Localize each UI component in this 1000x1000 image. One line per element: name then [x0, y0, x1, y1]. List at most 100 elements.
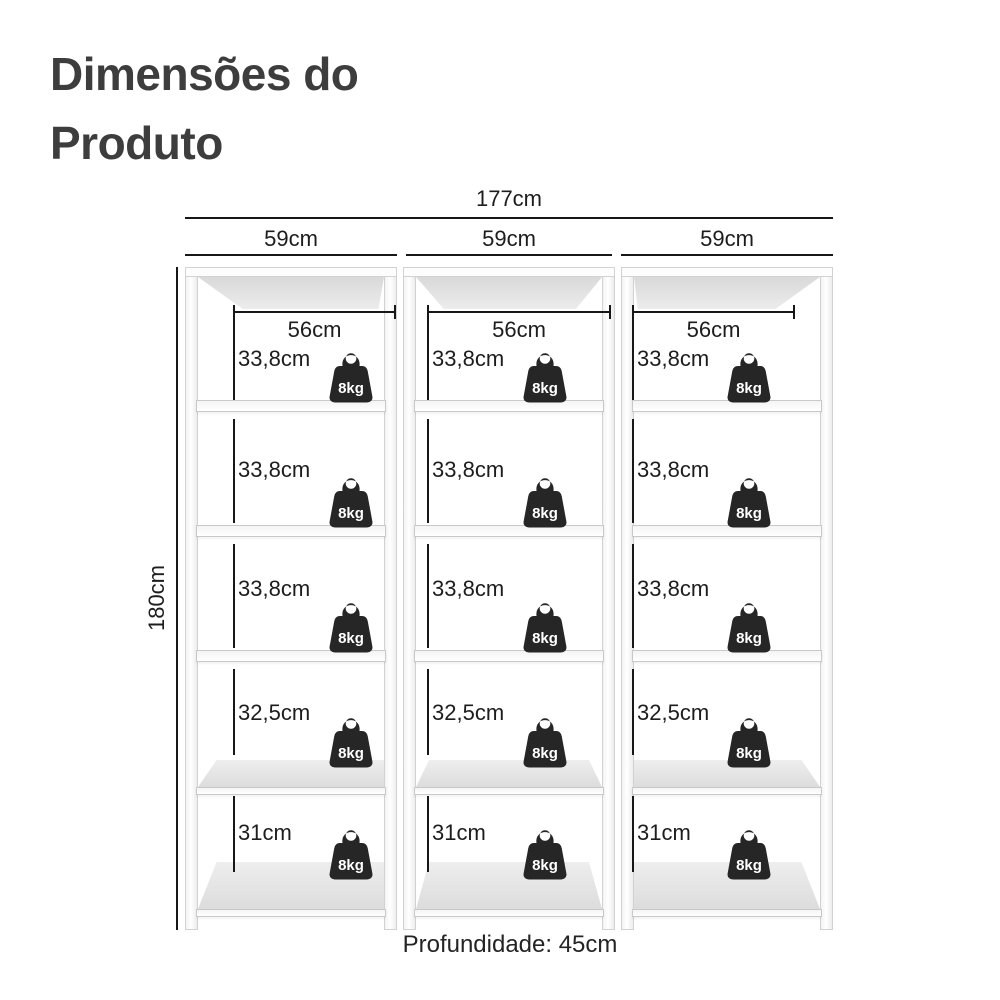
page-title: Dimensões do Produto	[50, 48, 359, 169]
shelf	[632, 525, 822, 537]
compartment-height-line	[233, 669, 235, 755]
compartment-height-line	[632, 419, 634, 523]
weight-icon: 8kg	[326, 712, 376, 768]
shelf	[196, 400, 386, 412]
svg-text:8kg: 8kg	[736, 505, 762, 522]
depth-label: Profundidade: 45cm	[402, 931, 618, 958]
svg-text:8kg: 8kg	[338, 630, 364, 647]
svg-text:8kg: 8kg	[532, 745, 558, 762]
svg-text:8kg: 8kg	[532, 630, 558, 647]
compartment-height-line	[233, 419, 235, 523]
svg-text:8kg: 8kg	[338, 380, 364, 397]
shelf	[414, 400, 604, 412]
compartment-height-label: 33,8cm	[238, 576, 311, 601]
shelf-surface	[416, 760, 602, 787]
shelf-surface	[416, 862, 602, 909]
shelf	[632, 909, 822, 917]
compartment-height-label: 31cm	[637, 820, 691, 845]
svg-text:8kg: 8kg	[736, 745, 762, 762]
top-panel	[621, 267, 833, 277]
shelf-surface	[634, 760, 820, 787]
weight-icon: 8kg	[724, 347, 774, 403]
compartment-height-label: 33,8cm	[637, 576, 710, 601]
overall-height-label: 180cm	[144, 564, 169, 632]
shelf	[632, 787, 822, 795]
module-width-dimension-line-2	[406, 254, 612, 256]
upright-post	[602, 267, 615, 930]
weight-icon: 8kg	[724, 472, 774, 528]
weight-icon: 8kg	[520, 597, 570, 653]
shelf	[632, 650, 822, 662]
compartment-height-label: 33,8cm	[432, 576, 505, 601]
compartment-height-line	[632, 544, 634, 648]
weight-icon: 8kg	[520, 824, 570, 880]
inner-width-dimension-line	[632, 305, 795, 319]
overall-height-dimension-line	[176, 267, 178, 930]
weight-icon: 8kg	[520, 712, 570, 768]
top-panel-underside	[198, 277, 384, 309]
compartment-height-line	[632, 311, 634, 400]
compartment-height-line	[427, 544, 429, 648]
compartment-height-label: 33,8cm	[432, 457, 505, 482]
module-width-label-1: 59cm	[264, 226, 318, 251]
inner-width-label: 56cm	[686, 317, 741, 342]
svg-text:8kg: 8kg	[736, 857, 762, 874]
inner-width-dimension-line	[233, 305, 396, 319]
shelf-module-1: 56cm 33,8cm 8kg 33,8cm 8kg 33,8cm 8kg 32…	[185, 267, 397, 930]
compartment-height-label: 32,5cm	[238, 700, 311, 725]
upright-post	[384, 267, 397, 930]
shelf	[414, 909, 604, 917]
shelf	[414, 787, 604, 795]
shelf-module-2: 56cm 33,8cm 8kg 33,8cm 8kg 33,8cm 8kg 32…	[403, 267, 615, 930]
compartment-height-label: 33,8cm	[238, 457, 311, 482]
inner-width-label: 56cm	[287, 317, 342, 342]
shelf	[196, 909, 386, 917]
svg-text:8kg: 8kg	[338, 857, 364, 874]
compartment-height-label: 33,8cm	[637, 346, 710, 371]
svg-text:8kg: 8kg	[338, 745, 364, 762]
compartment-height-label: 32,5cm	[432, 700, 505, 725]
weight-icon: 8kg	[724, 712, 774, 768]
compartment-height-line	[427, 669, 429, 755]
compartment-height-line	[632, 796, 634, 872]
weight-icon: 8kg	[326, 472, 376, 528]
svg-text:8kg: 8kg	[532, 380, 558, 397]
svg-text:8kg: 8kg	[736, 630, 762, 647]
module-width-dimension-line-3	[621, 254, 833, 256]
svg-text:8kg: 8kg	[532, 857, 558, 874]
compartment-height-label: 32,5cm	[637, 700, 710, 725]
compartment-height-label: 33,8cm	[637, 457, 710, 482]
compartment-height-line	[427, 419, 429, 523]
weight-icon: 8kg	[520, 347, 570, 403]
overall-width-label: 177cm	[475, 186, 543, 211]
shelf	[414, 525, 604, 537]
weight-icon: 8kg	[326, 347, 376, 403]
weight-icon: 8kg	[326, 824, 376, 880]
svg-text:8kg: 8kg	[338, 505, 364, 522]
shelf	[632, 400, 822, 412]
weight-icon: 8kg	[724, 824, 774, 880]
compartment-height-line	[233, 796, 235, 872]
top-panel	[185, 267, 397, 277]
weight-icon: 8kg	[520, 472, 570, 528]
compartment-height-line	[233, 544, 235, 648]
weight-icon: 8kg	[326, 597, 376, 653]
top-panel	[403, 267, 615, 277]
compartment-height-line	[233, 311, 235, 400]
module-width-label-2: 59cm	[482, 226, 536, 251]
module-width-dimension-line-1	[185, 254, 397, 256]
compartment-height-label: 33,8cm	[432, 346, 505, 371]
compartment-height-line	[427, 796, 429, 872]
shelf	[196, 650, 386, 662]
compartment-height-line	[632, 669, 634, 755]
overall-width-dimension-line	[185, 217, 833, 219]
upright-post	[403, 267, 416, 930]
upright-post	[185, 267, 198, 930]
weight-icon: 8kg	[724, 597, 774, 653]
compartment-height-label: 31cm	[238, 820, 292, 845]
compartment-height-label: 31cm	[432, 820, 486, 845]
shelf-surface	[634, 862, 820, 909]
svg-text:8kg: 8kg	[736, 380, 762, 397]
module-width-label-3: 59cm	[700, 226, 754, 251]
compartment-height-label: 33,8cm	[238, 346, 311, 371]
